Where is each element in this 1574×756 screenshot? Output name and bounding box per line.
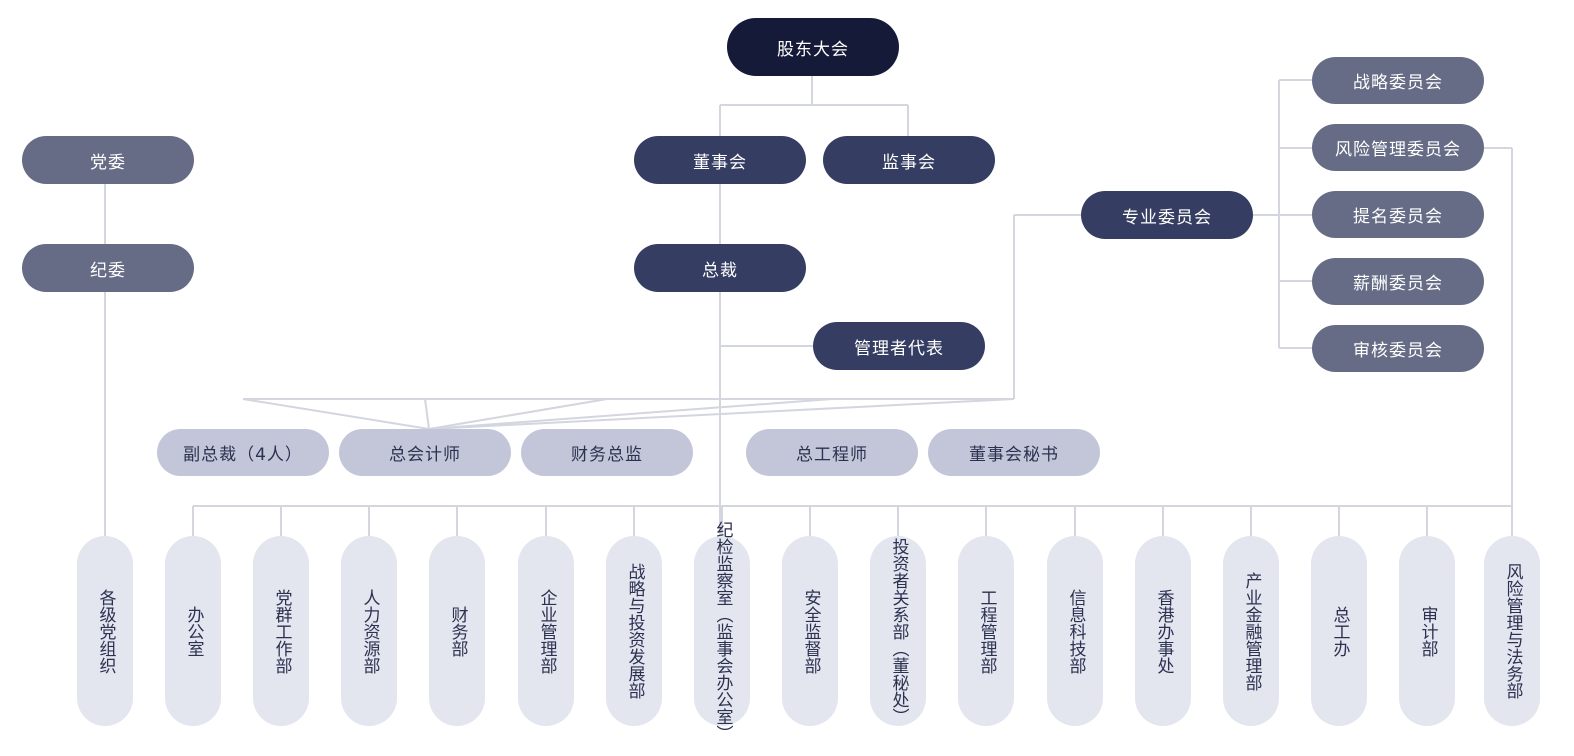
department-label: 工程管理部: [976, 588, 997, 674]
department-label: 总工办: [1329, 605, 1350, 657]
node-department: 党群工作部: [253, 536, 309, 726]
department-label: 财务部: [447, 605, 468, 657]
node-department: 香港办事处: [1135, 536, 1191, 726]
node-department: 企业管理部: [518, 536, 574, 726]
node-board-of-directors: 董事会: [634, 136, 806, 184]
department-label: 安全监督部: [800, 588, 821, 674]
connector-line: [428, 398, 833, 430]
node-supervisory-board: 监事会: [823, 136, 995, 184]
department-label: 风险管理与法务部: [1502, 563, 1523, 699]
node-president: 总裁: [634, 244, 806, 292]
node-committee: 审核委员会: [1312, 325, 1484, 372]
department-label: 产业金融管理部: [1241, 571, 1262, 691]
node-department: 战略与投资发展部: [606, 536, 662, 726]
node-department: 纪检监察室（监事会办公室）: [694, 521, 750, 742]
node-department: 风险管理与法务部: [1484, 536, 1540, 726]
department-label: 战略与投资发展部: [624, 563, 645, 699]
node-department: 投资者关系部（董秘处）: [870, 536, 926, 726]
department-label: 各级党组织: [95, 588, 116, 674]
node-department: 人力资源部: [341, 536, 397, 726]
node-department: 各级党组织: [77, 536, 133, 726]
department-label: 投资者关系部（董秘处）: [888, 537, 909, 725]
node-special-committee: 专业委员会: [1081, 191, 1253, 239]
node-party-committee: 党委: [22, 136, 194, 184]
department-label: 企业管理部: [536, 588, 557, 674]
node-management-representative: 管理者代表: [813, 322, 985, 370]
node-department: 产业金融管理部: [1223, 536, 1279, 726]
node-committee: 风险管理委员会: [1312, 124, 1484, 171]
node-executive: 董事会秘书: [928, 429, 1100, 476]
connector-line: [428, 398, 1015, 430]
node-department: 办公室: [165, 536, 221, 726]
node-shareholders-meeting: 股东大会: [727, 18, 899, 76]
connector-line: [428, 398, 608, 430]
node-department: 总工办: [1311, 536, 1367, 726]
node-department: 信息科技部: [1047, 536, 1103, 726]
department-label: 人力资源部: [359, 588, 380, 674]
node-department: 财务部: [429, 536, 485, 726]
node-department: 工程管理部: [958, 536, 1014, 726]
node-executive: 财务总监: [521, 429, 693, 476]
department-label: 纪检监察室（监事会办公室）: [712, 520, 733, 742]
node-department: 审计部: [1399, 536, 1455, 726]
node-discipline-committee: 纪委: [22, 244, 194, 292]
department-label: 办公室: [183, 605, 204, 657]
node-department: 安全监督部: [782, 536, 838, 726]
node-executive: 副总裁（4人）: [157, 429, 329, 476]
node-committee: 提名委员会: [1312, 191, 1484, 238]
connector-line: [242, 398, 430, 430]
department-label: 信息科技部: [1065, 588, 1086, 674]
connector-line: [424, 398, 430, 430]
node-committee: 薪酬委员会: [1312, 258, 1484, 305]
node-committee: 战略委员会: [1312, 57, 1484, 104]
department-label: 香港办事处: [1153, 588, 1174, 674]
department-label: 审计部: [1417, 605, 1438, 657]
department-label: 党群工作部: [271, 588, 292, 674]
node-executive: 总会计师: [339, 429, 511, 476]
node-executive: 总工程师: [746, 429, 918, 476]
